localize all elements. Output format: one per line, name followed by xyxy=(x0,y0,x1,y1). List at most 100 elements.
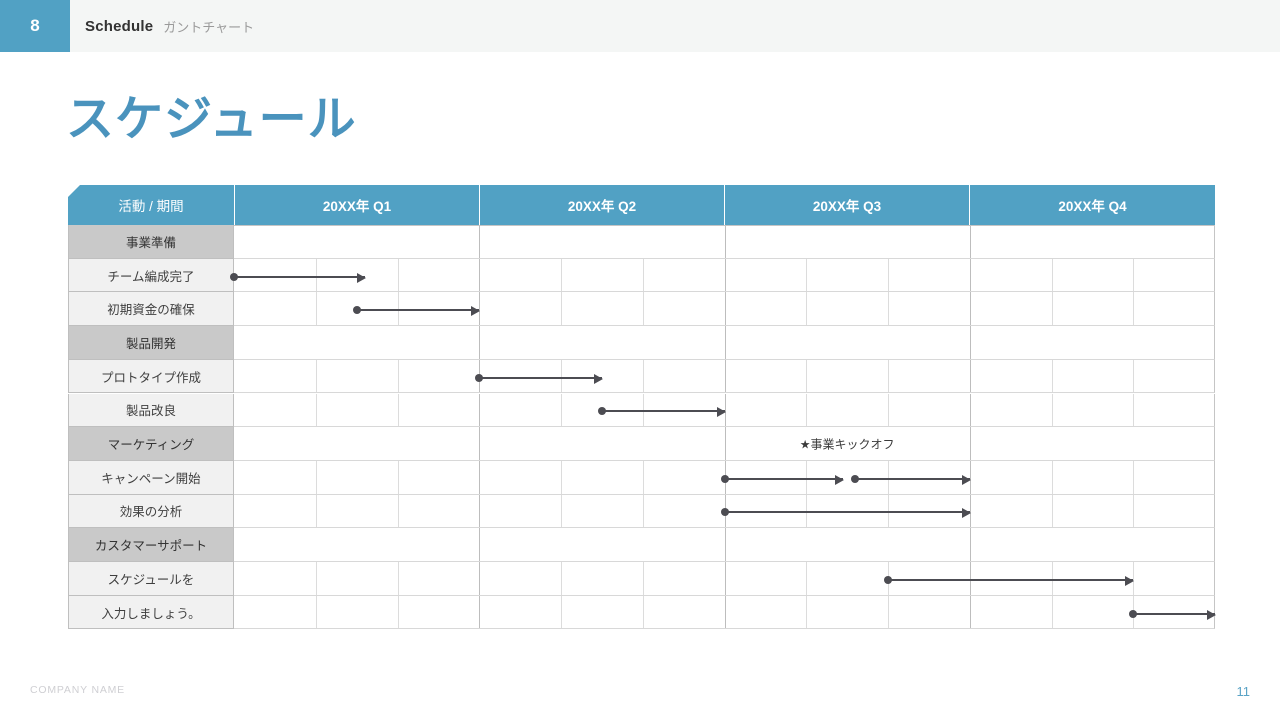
gantt-row-label-10: カスタマーサポート xyxy=(68,528,234,562)
gantt-grid-line xyxy=(479,460,481,494)
gantt-row-label-7: マーケティング xyxy=(68,427,234,461)
gantt-row-track xyxy=(234,225,1215,259)
gantt-grid-line xyxy=(888,460,889,494)
gantt-bar-r11-1[interactable] xyxy=(884,575,1135,586)
gantt-row: チーム編成完了 xyxy=(68,258,1215,293)
gantt-grid-line xyxy=(642,292,644,326)
gantt-grid-line xyxy=(724,595,726,629)
gantt-bar-r3-1[interactable] xyxy=(352,306,481,317)
gantt-bar-start-dot-icon xyxy=(851,474,860,483)
gantt-grid-line xyxy=(397,258,399,292)
slide-number-badge: 8 xyxy=(0,0,70,52)
footer-company-name: COMPANY NAME xyxy=(30,684,125,696)
header-title-en: Schedule xyxy=(85,17,154,35)
gantt-row: 効果の分析 xyxy=(68,494,1215,529)
gantt-grid-line xyxy=(397,460,399,494)
gantt-grid-line xyxy=(561,494,562,528)
gantt-bar-arrow-icon xyxy=(471,306,481,317)
gantt-grid-line xyxy=(806,292,808,326)
gantt-grid-line xyxy=(969,427,971,460)
gantt-grid-line xyxy=(642,258,644,292)
gantt-grid-line xyxy=(724,226,726,258)
gantt-bar-r9-1[interactable] xyxy=(720,508,971,519)
gantt-bar-r6-1[interactable] xyxy=(597,407,726,418)
gantt-grid-line xyxy=(806,460,808,494)
gantt-grid-line xyxy=(397,595,399,629)
gantt-grid-line xyxy=(642,562,644,595)
gantt-row-track xyxy=(234,528,1215,562)
gantt-grid-line xyxy=(806,359,808,393)
gantt-row-label-1: 事業準備 xyxy=(68,225,234,259)
gantt-row-label-8: キャンペーン開始 xyxy=(68,460,234,495)
gantt-bar-start-dot-icon xyxy=(475,373,484,382)
gantt-grid-line xyxy=(397,393,399,427)
gantt-row-label-12: 入力しましょう。 xyxy=(68,595,234,630)
gantt-bar-r8-2[interactable] xyxy=(851,474,971,485)
gantt-grid-line xyxy=(1133,359,1135,393)
gantt-grid-line xyxy=(724,528,726,561)
header-title-group: Schedule ガントチャート xyxy=(85,0,254,52)
gantt-row: プロトタイプ作成 xyxy=(68,359,1215,394)
gantt-grid-line xyxy=(315,359,317,393)
gantt-row-track xyxy=(230,258,1215,293)
gantt-label-column-header: 活動 / 期間 xyxy=(68,185,234,225)
gantt-grid-line xyxy=(1133,258,1135,292)
gantt-grid-line xyxy=(806,258,808,292)
gantt-quarter-header-2: 20XX年 Q2 xyxy=(479,185,724,225)
gantt-grid-line xyxy=(315,460,317,494)
gantt-grid-line xyxy=(479,258,481,292)
gantt-bar-r5-1[interactable] xyxy=(475,373,603,384)
gantt-row: キャンペーン開始 xyxy=(68,460,1215,495)
gantt-bar-arrow-icon xyxy=(593,373,603,384)
gantt-bar-arrow-icon xyxy=(356,272,366,283)
gantt-grid-line xyxy=(806,595,808,629)
gantt-grid-line xyxy=(642,595,644,629)
gantt-grid-line xyxy=(969,359,971,393)
gantt-grid-line xyxy=(561,292,562,326)
gantt-bar-arrow-icon xyxy=(961,474,971,485)
gantt-bar-start-dot-icon xyxy=(597,407,606,416)
gantt-grid-line xyxy=(315,595,317,629)
gantt-bar-arrow-icon xyxy=(961,508,971,519)
gantt-bar-start-dot-icon xyxy=(352,306,361,315)
gantt-bar-r8-1[interactable] xyxy=(720,474,845,485)
gantt-grid-line xyxy=(561,460,562,494)
gantt-grid-line xyxy=(479,494,481,528)
gantt-grid-line xyxy=(561,258,562,292)
gantt-bar-start-dot-icon xyxy=(1129,609,1138,618)
gantt-grid-line xyxy=(397,494,399,528)
gantt-grid-line xyxy=(642,359,644,393)
gantt-row: カスタマーサポート xyxy=(68,528,1215,562)
gantt-grid-line xyxy=(479,226,481,258)
gantt-bar-r2-1[interactable] xyxy=(230,272,366,283)
gantt-bar-r12-1[interactable] xyxy=(1129,609,1216,620)
gantt-grid-line xyxy=(642,494,644,528)
gantt-milestone-label: ★事業キックオフ xyxy=(799,437,895,452)
gantt-grid-line xyxy=(888,292,889,326)
gantt-bar-arrow-icon xyxy=(1207,609,1216,620)
gantt-row-label-5: プロトタイプ作成 xyxy=(68,359,234,394)
top-header-bar: 8 Schedule ガントチャート xyxy=(0,0,1280,52)
gantt-grid-line xyxy=(1051,292,1053,326)
gantt-grid-line xyxy=(479,427,481,460)
gantt-row-label-11: スケジュールを xyxy=(68,562,234,596)
gantt-grid-line xyxy=(806,494,808,528)
gantt-row-label-2: チーム編成完了 xyxy=(68,258,234,293)
gantt-grid-line xyxy=(1051,258,1053,292)
gantt-row-label-9: 効果の分析 xyxy=(68,494,234,529)
gantt-grid-line xyxy=(315,292,317,326)
gantt-grid-line xyxy=(479,595,481,629)
gantt-grid-line xyxy=(1133,460,1135,494)
gantt-grid-line xyxy=(1051,562,1053,595)
gantt-row: スケジュールを xyxy=(68,562,1215,596)
gantt-row-track: ★事業キックオフ xyxy=(234,427,1215,461)
header-title-jp: ガントチャート xyxy=(163,19,255,35)
gantt-grid-line xyxy=(969,393,971,427)
gantt-grid-line xyxy=(561,359,562,393)
gantt-row-label-6: 製品改良 xyxy=(68,393,234,428)
gantt-bar-start-dot-icon xyxy=(884,575,892,584)
gantt-grid-line xyxy=(1051,595,1053,629)
gantt-row-label-3: 初期資金の確保 xyxy=(68,292,234,327)
gantt-row-track xyxy=(234,494,1215,529)
